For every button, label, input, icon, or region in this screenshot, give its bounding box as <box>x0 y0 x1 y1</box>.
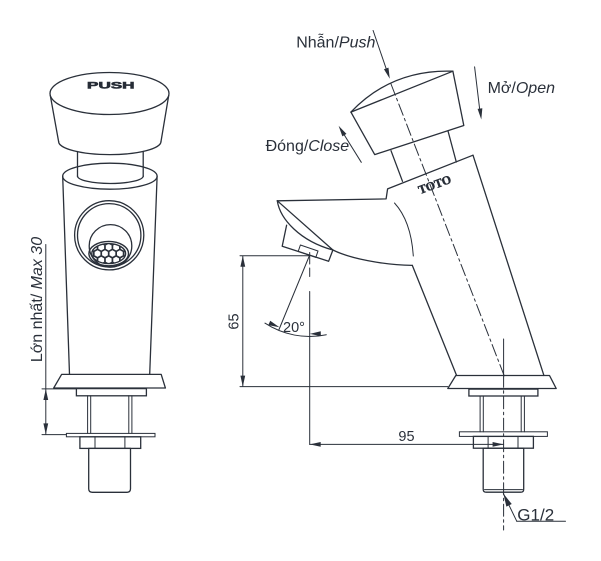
svg-text:Lớn nhất/ Max 30: Lớn nhất/ Max 30 <box>29 237 46 362</box>
svg-text:G1/2: G1/2 <box>517 506 554 525</box>
svg-text:95: 95 <box>398 429 414 445</box>
svg-text:PUSH: PUSH <box>87 81 135 91</box>
svg-text:Nhẫn/Push: Nhẫn/Push <box>296 33 375 52</box>
svg-text:65: 65 <box>227 313 243 329</box>
svg-text:20°: 20° <box>283 320 305 336</box>
svg-text:Mở/Open: Mở/Open <box>488 80 556 97</box>
svg-text:Đóng/Close: Đóng/Close <box>266 138 350 155</box>
